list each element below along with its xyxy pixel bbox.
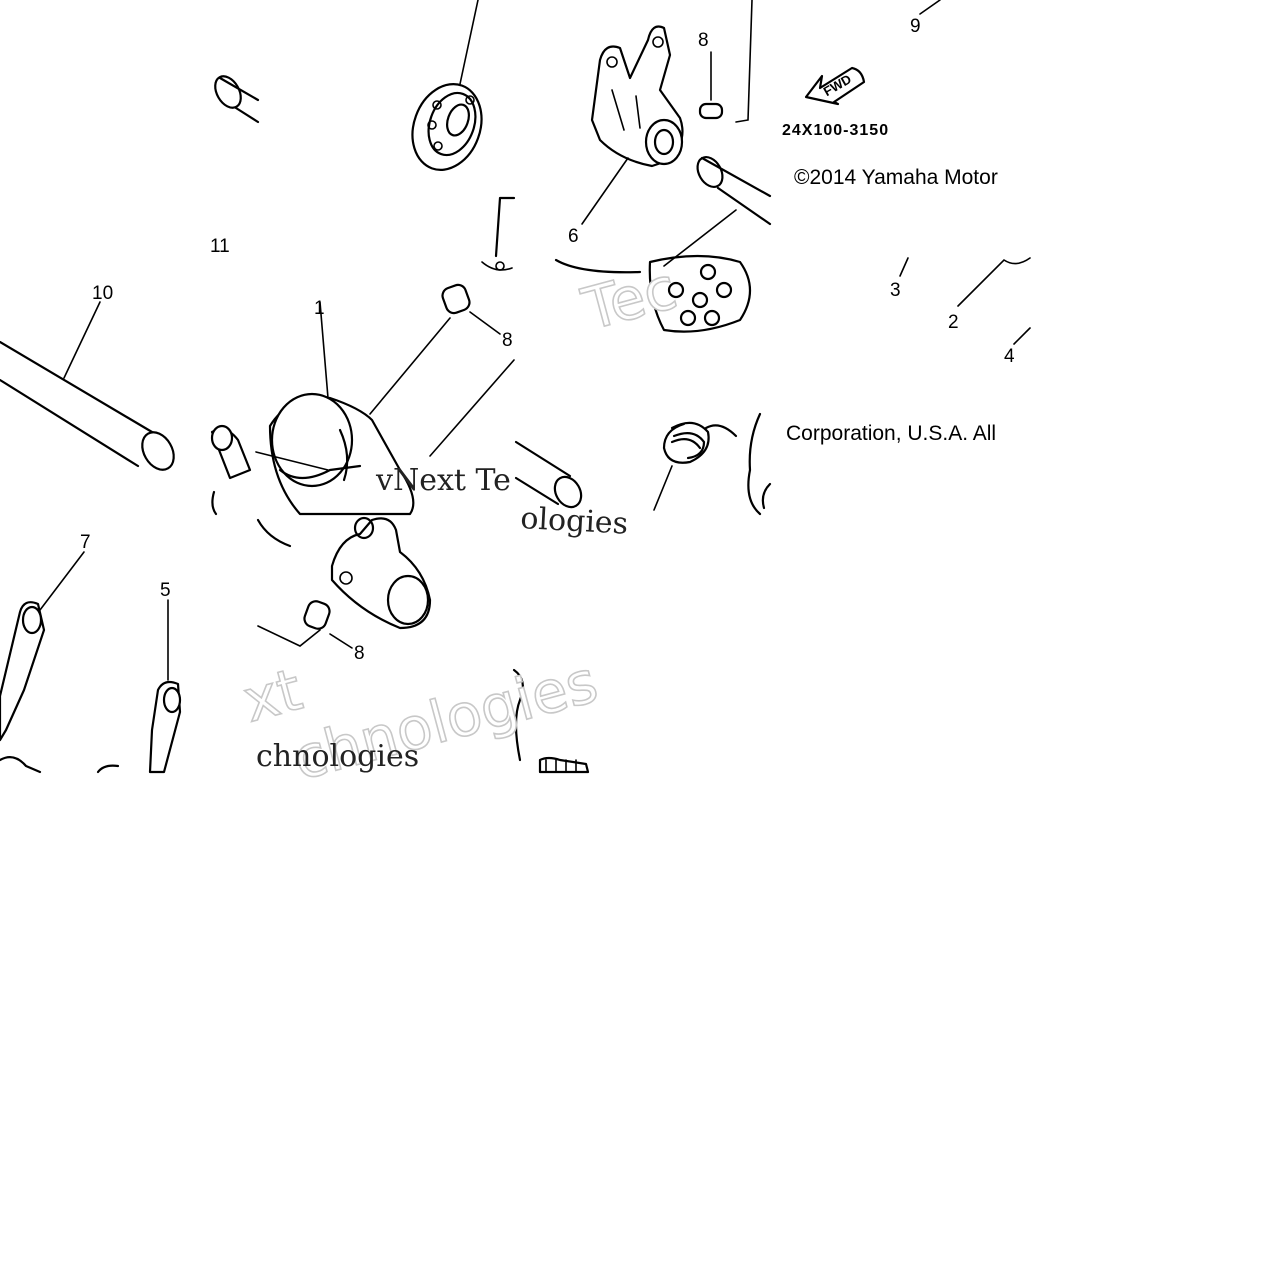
dowel-pin-8-bottom xyxy=(257,600,353,649)
shaft-upper-left xyxy=(214,75,260,124)
watermark-fragment-4: xt xyxy=(236,655,309,735)
shift-shaft-10 xyxy=(0,301,175,471)
shift-cam-segment xyxy=(554,209,751,333)
callout-1: 1 xyxy=(314,298,325,319)
callout-9: 9 xyxy=(910,16,921,37)
watermark-fragment-6: chnologies xyxy=(256,739,419,774)
callout-8-bottom: 8 xyxy=(354,643,365,664)
watermark-fragment-2: vNext Te xyxy=(375,463,511,498)
bearing xyxy=(411,0,483,171)
callout-4: 4 xyxy=(1004,346,1015,367)
shaft-short-mid xyxy=(514,440,583,509)
torsion-spring xyxy=(653,421,738,511)
callout-8-top: 8 xyxy=(698,30,709,51)
stopper-lever xyxy=(747,412,772,516)
callout-2: 2 xyxy=(948,312,959,333)
callout-8-mid: 8 xyxy=(502,330,513,351)
shift-drum-1 xyxy=(210,301,415,516)
shift-fork-6 xyxy=(581,25,684,225)
shaft-upper-right xyxy=(696,155,772,226)
dowel-pin-8-mid xyxy=(369,283,515,457)
part-code: 24X100-3150 xyxy=(782,122,889,139)
copyright-line-1: ©2014 Yamaha Motor xyxy=(794,166,998,189)
callout-11: 11 xyxy=(210,236,230,257)
callout-10: 10 xyxy=(92,283,113,304)
bracket-small xyxy=(481,196,516,271)
watermark-fragment-5: ologies xyxy=(520,501,629,542)
dowel-pin-8-top xyxy=(698,0,753,123)
shift-fork-7 xyxy=(0,551,85,774)
callout-7: 7 xyxy=(80,532,91,553)
bolt-bottom-right xyxy=(512,668,590,774)
shift-fork-5 xyxy=(96,599,182,774)
callout-5: 5 xyxy=(160,580,171,601)
shift-fork-bottom xyxy=(256,516,432,630)
callout-6: 6 xyxy=(568,226,579,247)
fwd-arrow-icon: FWD xyxy=(804,66,866,106)
callout-3: 3 xyxy=(890,280,901,301)
copyright-line-2: Corporation, U.S.A. All xyxy=(786,422,996,445)
